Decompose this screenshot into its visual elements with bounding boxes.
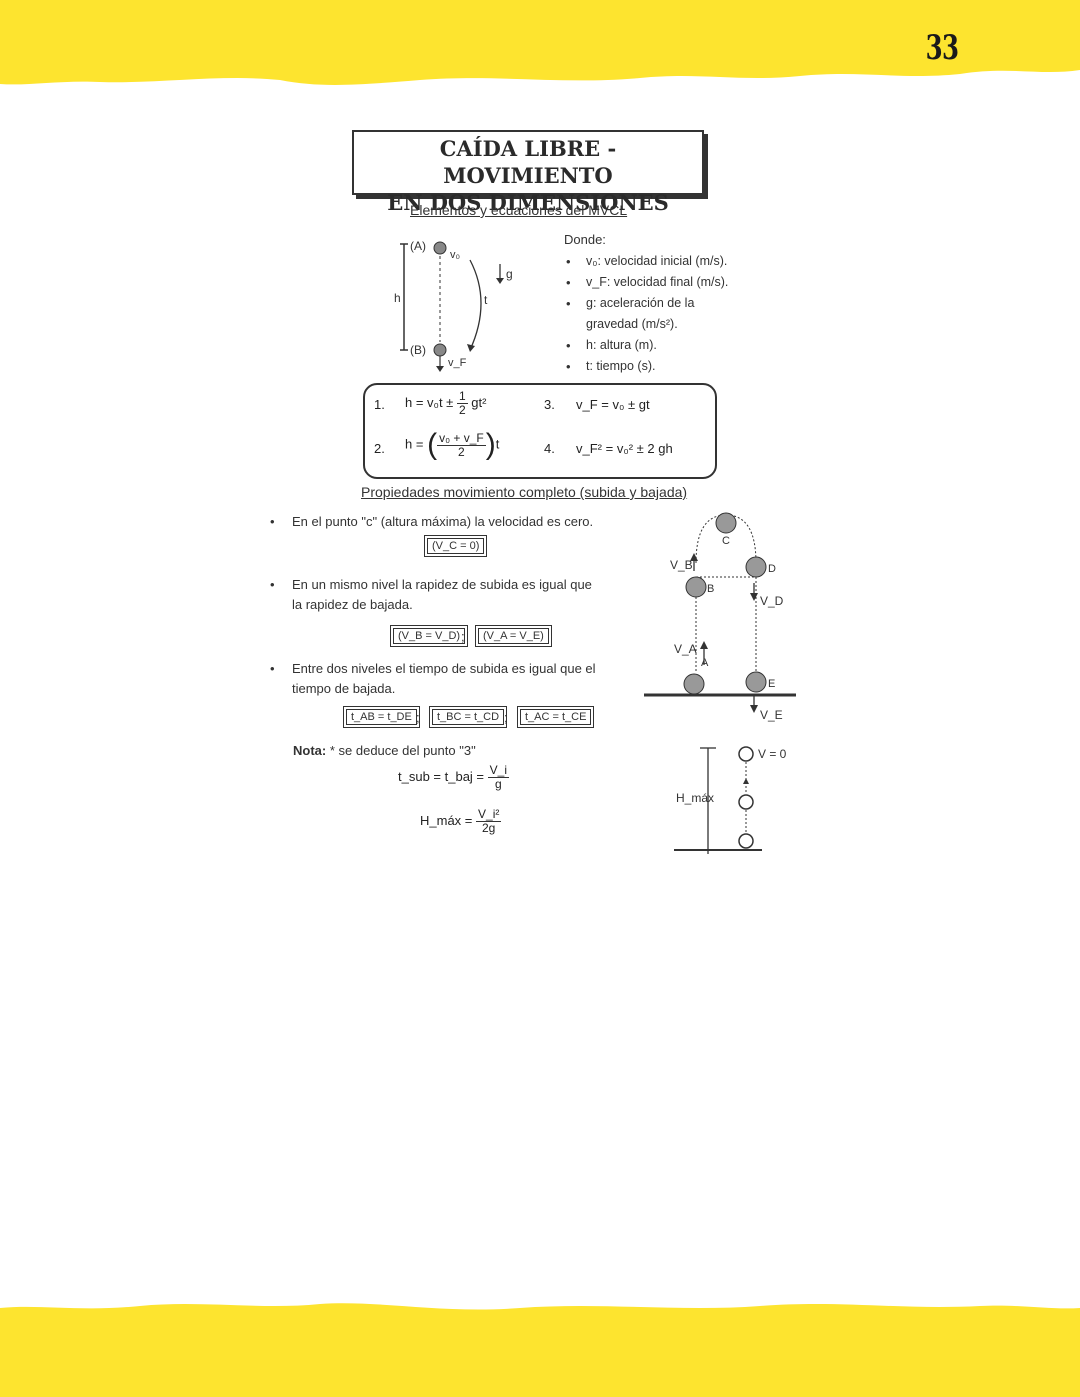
ball-e-icon [745, 671, 767, 693]
ball-top-icon [738, 746, 754, 762]
gravity-arrow-icon [496, 278, 504, 284]
eq1-lhs: h = v₀t ± [405, 394, 454, 410]
diagram-g-label: g [506, 267, 513, 281]
label-b: B [707, 583, 714, 595]
property-3-line-1: Entre dos niveles el tiempo de subida es… [292, 661, 596, 676]
property-3-separator-2: ; [504, 710, 508, 725]
formula-hmax-lhs: H_máx = [420, 812, 473, 828]
note-label: Nota: [293, 743, 327, 758]
diagram-point-a: (A) [410, 239, 426, 253]
label-va: V_A [674, 642, 697, 656]
diagram-t-label: t [484, 293, 488, 307]
legend-item-vf: v_F: velocidad final (m/s). [586, 275, 729, 289]
property-3-formula-1: t_AB = t_DE [343, 706, 420, 728]
eq4: v_F² = v₀² ± 2 gh [576, 441, 673, 456]
ball-c-icon [715, 512, 737, 534]
label-vb: V_B [670, 558, 693, 572]
hmax-diagram: H_máx V = 0 [674, 746, 787, 854]
mvcl-diagram: h (A) (B) v₀ v_F t g [394, 239, 513, 372]
ball-d-icon [745, 556, 767, 578]
label-ve: V_E [760, 708, 783, 722]
legend-item-h: h: altura (m). [586, 338, 657, 352]
label-a: A [701, 657, 709, 669]
equations-box [363, 383, 717, 479]
diagram-v0-label: v₀ [450, 249, 460, 261]
eq1-number: 1. [374, 397, 385, 412]
property-3-line-2: tiempo de bajada. [292, 681, 396, 696]
ball-a-icon [683, 673, 705, 695]
property-2-separator: ; [461, 629, 465, 644]
label-vd: V_D [760, 594, 784, 608]
title-line-2: EN DOS DIMENSIONES [387, 190, 669, 215]
eq4-number: 4. [544, 441, 555, 456]
ball-b-icon [433, 343, 447, 357]
ball-a-icon [433, 241, 447, 255]
note-text: * se deduce del punto "3" [329, 743, 476, 758]
eq3-number: 3. [544, 397, 555, 412]
section1-heading: Elementos y ecuaciones del MVCL [410, 202, 628, 218]
legend-item-t: t: tiempo (s). [586, 359, 656, 373]
section2-heading: Propiedades movimiento completo (subida … [361, 484, 688, 500]
property-3-formula-3: t_AC = t_CE [516, 706, 595, 728]
legend-title: Donde: [564, 232, 606, 247]
complete-motion-diagram: C B D A E V_B V_D V_A V_E [644, 512, 796, 722]
title-line-1: CAÍDA LIBRE - MOVIMIENTO [439, 136, 617, 188]
property-2-formula-2: (V_A = V_E) [475, 625, 552, 647]
label-c: C [722, 535, 730, 547]
ball-b-icon [685, 576, 707, 598]
hmax-label: H_máx [676, 791, 714, 805]
property-1-formula: (V_C = 0) [423, 535, 488, 557]
eq2-rhs: t [495, 436, 500, 452]
label-e: E [768, 678, 775, 690]
legend-item-v0: v₀: velocidad inicial (m/s). [586, 254, 728, 268]
property-3-separator-1: ; [416, 710, 420, 725]
property-2-line-1: En un mismo nivel la rapidez de subida e… [292, 577, 592, 592]
property-2-line-2: la rapidez de bajada. [292, 597, 413, 612]
eq1-rhs: gt² [471, 394, 487, 410]
property-1: En el punto "c" (altura máxima) la veloc… [292, 514, 594, 529]
property-3-formula-2: t_BC = t_CD [428, 706, 508, 728]
formula-time-lhs: t_sub = t_baj = [398, 768, 485, 784]
property-2-formula-1: (V_B = V_D) [389, 625, 469, 647]
eq2-number: 2. [374, 441, 385, 456]
diagram-point-b: (B) [410, 343, 426, 357]
ball-mid-icon [738, 794, 754, 810]
legend-item-g-cont: gravedad (m/s²). [586, 317, 678, 331]
ball-bottom-icon [738, 833, 754, 849]
eq2-lhs: h = [405, 436, 424, 452]
diagram-vf-label: v_F [448, 357, 467, 369]
page-number: 33 [925, 28, 959, 68]
page-title: CAÍDA LIBRE - MOVIMIENTO EN DOS DIMENSIO… [352, 130, 704, 215]
top-decorative-band [0, 0, 1080, 100]
bottom-decorative-band [0, 1298, 1080, 1397]
v-zero-label: V = 0 [758, 747, 787, 761]
note: Nota: * se deduce del punto "3" [293, 743, 476, 758]
diagram-h-label: h [394, 291, 401, 305]
eq3: v_F = v₀ ± gt [576, 397, 650, 412]
legend-item-g: g: aceleración de la [586, 296, 695, 310]
label-d: D [768, 563, 776, 575]
